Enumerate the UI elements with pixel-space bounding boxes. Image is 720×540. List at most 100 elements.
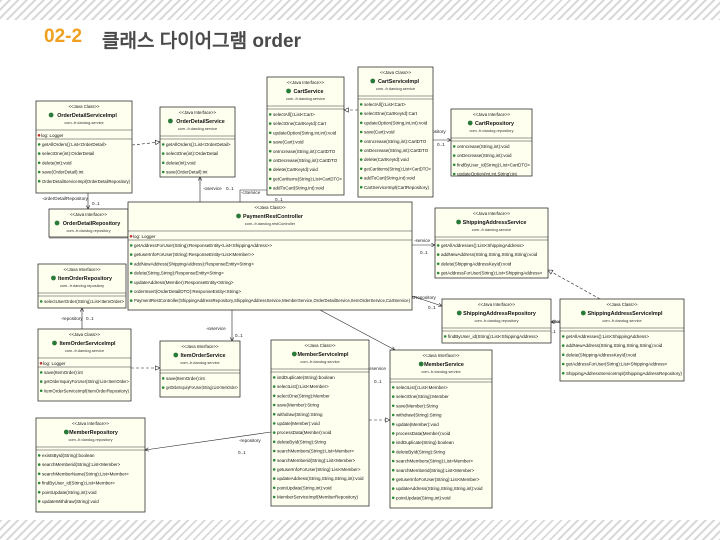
class-box-item-order-service-impl[interactable]: <<Java Class>>ItemOrderServiceImplcom.-f… bbox=[37, 328, 132, 402]
multiplicity-label: 0..1 bbox=[428, 305, 436, 310]
class-box-shipping-address-service[interactable]: <<Java Interface>>ShippingAddressService… bbox=[434, 207, 549, 279]
multiplicity-label: 0..1 bbox=[374, 379, 382, 384]
public-method-icon bbox=[268, 168, 272, 171]
operation: onIncrease(String,int):CartDTO bbox=[273, 149, 336, 154]
class-name: MemberService bbox=[424, 362, 464, 368]
operation: delete(String,String):ResponseEntity<Str… bbox=[134, 271, 224, 276]
public-method-icon bbox=[359, 176, 363, 180]
public-method-icon bbox=[359, 149, 363, 152]
class-box-shipping-address-service-impl[interactable]: <<Java Class>>ShippingAddressServiceImpl… bbox=[559, 298, 685, 382]
stereotype-label: <<Java Interface>> bbox=[422, 353, 460, 358]
role-label: -repository bbox=[424, 129, 446, 134]
operation: CartServiceImpl(CartRepository) bbox=[364, 185, 430, 190]
operation: getAllAddresses():List<ShippingAddress> bbox=[566, 334, 649, 339]
interface-icon bbox=[63, 429, 69, 435]
role-label: -addressRepository bbox=[396, 295, 437, 300]
public-method-icon bbox=[272, 376, 276, 379]
class-icon bbox=[52, 340, 57, 346]
public-method-icon bbox=[129, 244, 133, 247]
stereotype-label: <<Java Class>> bbox=[380, 70, 412, 75]
operation: onDecrease(String,int):CartDTO bbox=[273, 158, 338, 163]
operation: processData(Member):void bbox=[277, 430, 332, 435]
class-name: CartService bbox=[294, 89, 324, 95]
public-method-icon bbox=[268, 177, 272, 181]
class-box-frame bbox=[35, 417, 146, 513]
class-icon bbox=[291, 351, 297, 357]
package-name: com.-fr.dandog.restController bbox=[245, 221, 296, 226]
operation: searchMembers(String):List<Member> bbox=[396, 459, 473, 464]
operation: deleteById(String):String bbox=[277, 439, 327, 444]
class-box-order-detail-service[interactable]: <<Java Interface>>OrderDetailServicecom.… bbox=[159, 106, 236, 178]
class-box-frame bbox=[266, 76, 345, 196]
operation: updateOption(int,int,String):int bbox=[457, 172, 518, 177]
attribute-log: log: Logger bbox=[41, 133, 64, 138]
interface-icon bbox=[51, 275, 56, 281]
operation: isIdDuplicate(String):boolean bbox=[277, 375, 335, 380]
operation: getCartItems(String):List<CartDTO> bbox=[273, 176, 342, 181]
role-label: -ioservice bbox=[206, 326, 226, 331]
top-hatch-band bbox=[0, 0, 720, 20]
package-name: com.-fr.dandog.repository bbox=[474, 318, 518, 323]
class-box-item-order-repository[interactable]: <<Java Interface>>ItemOrderRepositorycom… bbox=[37, 263, 127, 309]
public-method-icon bbox=[268, 159, 272, 162]
interface-icon bbox=[456, 310, 462, 316]
class-box-member-repository[interactable]: <<Java Interface>>MemberRepositorycom.-f… bbox=[35, 417, 146, 513]
class-box-item-order-service[interactable]: <<Java Interface>>ItemOrderServicecom.-f… bbox=[159, 340, 241, 398]
private-field-icon bbox=[37, 134, 41, 137]
operation: orderInsert(OrderDetailDTO):ResponseEnti… bbox=[134, 289, 241, 294]
public-method-icon bbox=[391, 432, 395, 435]
class-box-cart-service[interactable]: <<Java Interface>>CartServicecom.-fr.dan… bbox=[266, 76, 345, 196]
class-box-order-detail-service-impl[interactable]: <<Java Class>>OrderDetailServiceImplcom.… bbox=[35, 100, 133, 194]
operation: searchMemberid(String):List<Member> bbox=[396, 468, 475, 473]
public-method-icon bbox=[272, 422, 276, 425]
operation: processData(Member):void bbox=[396, 431, 451, 436]
class-box-cart-service-impl[interactable]: <<Java Class>>CartServiceImplcom.-fr.dan… bbox=[357, 66, 434, 198]
class-box-member-service[interactable]: <<Java Interface>>MemberServicecom.-fr.d… bbox=[389, 349, 493, 509]
class-box-frame bbox=[357, 66, 434, 198]
interface-icon bbox=[168, 118, 173, 124]
operation: selectAll():List<Cart> bbox=[273, 112, 315, 117]
class-box-frame bbox=[434, 207, 549, 279]
class-icon bbox=[370, 78, 376, 84]
class-name: OrderDetailRepository bbox=[63, 221, 121, 227]
operation: delete(ShippingAddressKeyId):void bbox=[441, 261, 512, 266]
public-method-icon bbox=[129, 299, 133, 302]
package-name: com.-fr.dandog.service bbox=[180, 360, 219, 365]
operation: save(OrderDetail):int bbox=[42, 170, 84, 175]
public-method-icon bbox=[37, 152, 41, 155]
public-method-icon bbox=[272, 468, 276, 471]
public-method-icon bbox=[39, 371, 43, 374]
slide-title-text: 클래스 다이어그램 order bbox=[102, 31, 301, 52]
operation: save(OrderDetail):int bbox=[166, 170, 208, 175]
public-method-icon bbox=[391, 422, 395, 426]
public-method-icon bbox=[268, 113, 272, 116]
class-name: ShippingAddressService bbox=[463, 220, 527, 226]
role-label: -repository bbox=[541, 319, 563, 324]
public-method-icon bbox=[39, 389, 43, 393]
class-box-payment-rest-controller[interactable]: <<Java Class>>PaymentRestControllercom.-… bbox=[127, 201, 413, 311]
public-method-icon bbox=[129, 280, 133, 284]
operation: deleteById(String):String bbox=[396, 449, 446, 454]
operation: selectOne(String):Member bbox=[277, 393, 330, 398]
class-box-cart-repository[interactable]: <<Java Interface>>CartRepositorycom.-fr.… bbox=[450, 108, 533, 177]
package-name: com.-fr.dandog.service bbox=[286, 96, 325, 101]
class-box-member-service-impl[interactable]: <<Java Class>>MemberServiceImplcom.-fr.d… bbox=[270, 339, 370, 507]
operation: save(Cart):void bbox=[273, 140, 304, 145]
public-method-icon bbox=[39, 380, 43, 383]
operation: getAddressForUser(String):List<ShippingA… bbox=[566, 362, 668, 367]
public-method-icon bbox=[391, 459, 395, 463]
class-name: ItemOrderService bbox=[181, 353, 226, 359]
class-box-shipping-address-repository[interactable]: <<Java Interface>>ShippingAddressReposit… bbox=[441, 298, 552, 344]
operation: updateWithdraw(String):void bbox=[42, 499, 99, 504]
public-method-icon bbox=[37, 490, 41, 494]
public-method-icon bbox=[129, 253, 133, 256]
class-box-order-detail-repository[interactable]: <<Java Interface>>OrderDetailRepositoryc… bbox=[48, 208, 129, 239]
class-name: ItemOrderRepository bbox=[58, 276, 112, 282]
package-name: com.-fr.dandog.service bbox=[300, 359, 339, 364]
public-method-icon bbox=[37, 179, 41, 183]
class-name: ItemOrderServiceImpl bbox=[59, 341, 116, 347]
public-method-icon bbox=[359, 130, 363, 134]
public-method-icon bbox=[272, 385, 276, 388]
class-name: MemberRepository bbox=[69, 430, 118, 436]
